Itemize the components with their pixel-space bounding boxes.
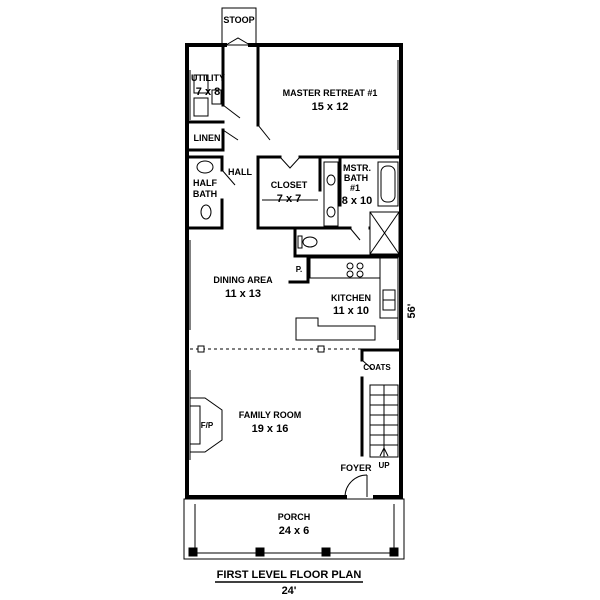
pantry-label: P. [296, 265, 303, 274]
master-retreat-label: MASTER RETREAT #1 [283, 88, 378, 98]
foyer-label: FOYER [340, 463, 372, 473]
toilet-icon [302, 236, 318, 248]
utility-label: UTILITY [191, 73, 225, 83]
stove-burner-icon [356, 262, 364, 270]
closet-size: 7 x 7 [277, 193, 301, 205]
family-room-size: 19 x 16 [252, 423, 289, 435]
fixtures [189, 74, 400, 458]
half-bath-label-line1: HALF [193, 178, 217, 188]
dryer-icon [193, 97, 209, 117]
master-retreat-size: 15 x 12 [312, 101, 349, 113]
toilet-icon [200, 204, 212, 220]
sink-icon [326, 174, 336, 186]
master-bath-size: 8 x 10 [342, 195, 373, 207]
dining-area-label: DINING AREA [213, 275, 273, 285]
master-bath-label-line2: BATH [344, 173, 368, 183]
kitchen-size: 11 x 10 [333, 305, 369, 317]
porch-label: PORCH [278, 512, 311, 522]
stair-label: UP [378, 461, 390, 470]
coats-label: COATS [363, 363, 391, 372]
kitchen-island [295, 317, 376, 341]
stoop-label: STOOP [223, 15, 254, 25]
utility-size: 7 x 8 [196, 86, 220, 98]
stove-burner-icon [356, 270, 364, 278]
plan-title: FIRST LEVEL FLOOR PLAN [217, 569, 362, 581]
master-bath-label-line1: MSTR. [343, 163, 371, 173]
closet-label: CLOSET [271, 180, 308, 190]
stoop: STOOP [221, 7, 257, 46]
exterior-walls [185, 43, 403, 499]
dining-area-size: 11 x 13 [225, 288, 261, 300]
stove-burner-icon [346, 270, 354, 278]
hall-label: HALL [228, 167, 252, 177]
porch-size: 24 x 6 [279, 525, 310, 537]
width-dimension: 24' [282, 585, 297, 597]
depth-dimension: 56' [406, 303, 418, 318]
family-room-label: FAMILY ROOM [239, 410, 302, 420]
stove-burner-icon [346, 262, 354, 270]
porch [183, 498, 405, 560]
washer-icon [193, 74, 209, 94]
water-heater-icon [211, 89, 222, 105]
stair [369, 384, 399, 458]
sink-icon [326, 206, 336, 218]
kitchen-label: KITCHEN [331, 293, 371, 303]
master-bath-label-line3: #1 [350, 183, 360, 193]
linen-label: LINEN [194, 133, 221, 143]
doors [221, 104, 373, 498]
sink-icon [196, 160, 214, 174]
interior-walls [187, 45, 401, 457]
fireplace-label: F/P [201, 421, 214, 430]
half-bath-label-line2: BATH [193, 189, 217, 199]
